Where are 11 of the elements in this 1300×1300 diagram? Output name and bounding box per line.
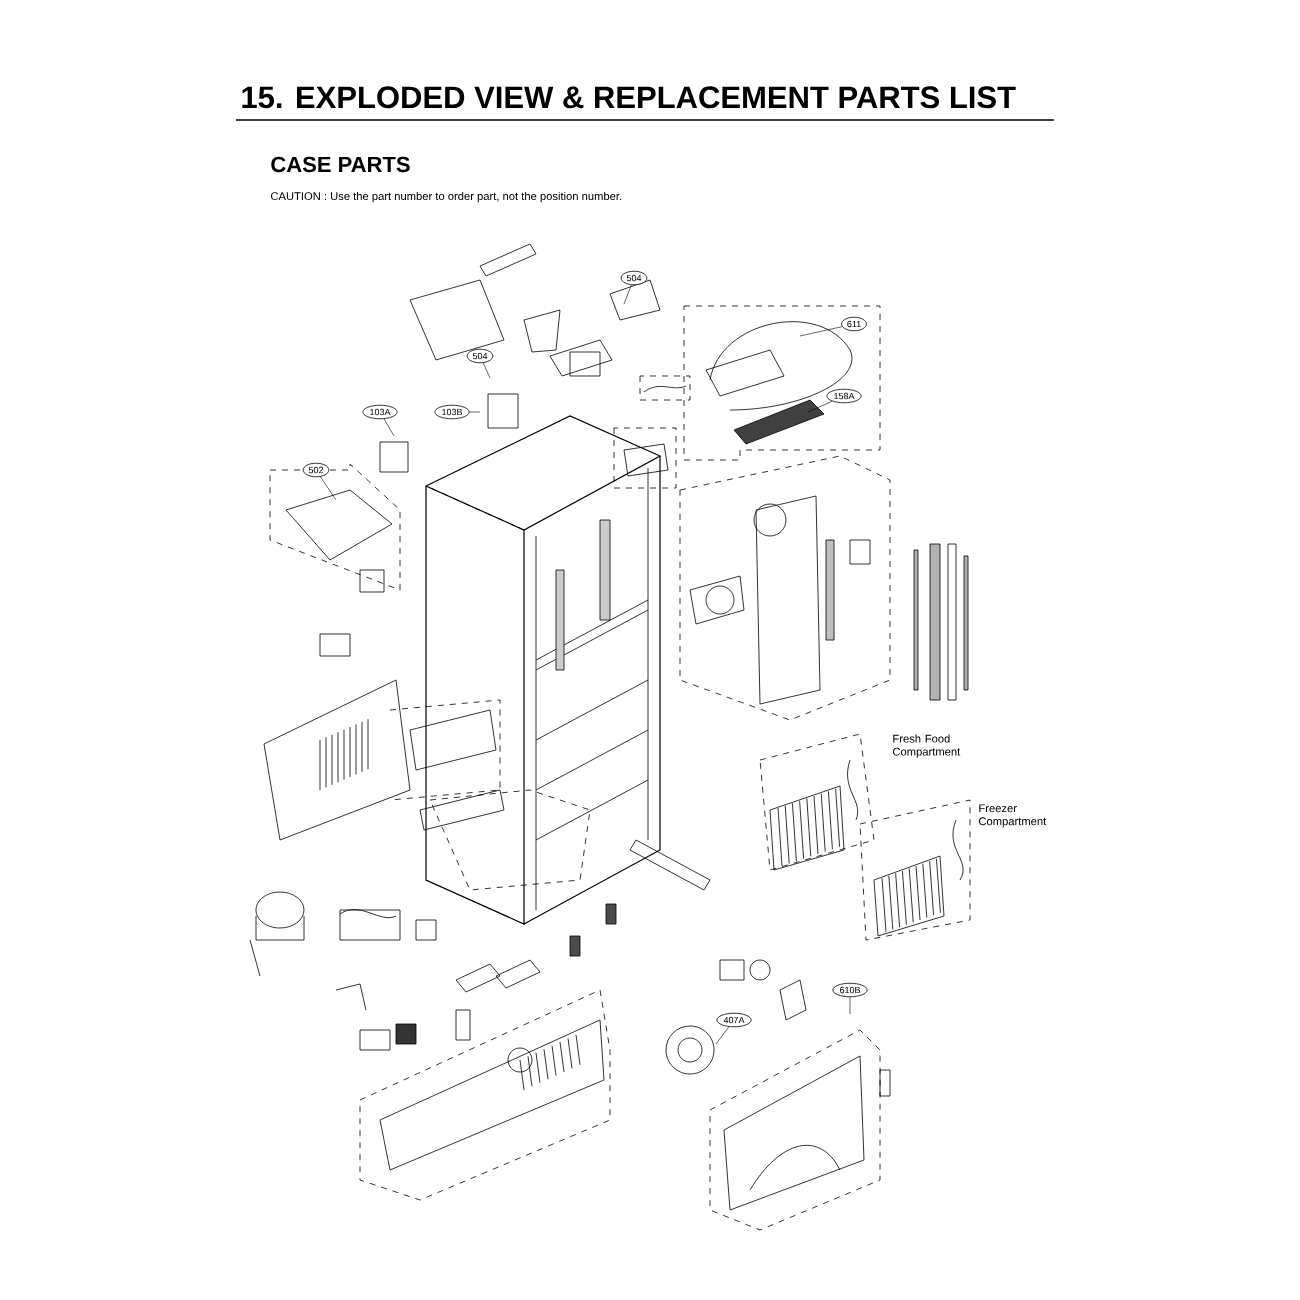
leader-line xyxy=(623,284,632,305)
leader-line xyxy=(799,326,843,337)
leader-line xyxy=(807,400,833,413)
leader-line xyxy=(469,411,481,413)
leader-line xyxy=(383,418,395,437)
leader-line xyxy=(715,1026,730,1045)
leader-line xyxy=(320,476,337,501)
page-title: 15. EXPLODED VIEW & REPLACEMENT PARTS LIST xyxy=(242,86,1016,109)
leader-line xyxy=(482,362,491,379)
leader-line xyxy=(849,996,851,1015)
section-heading: CASE PARTS xyxy=(271,156,410,173)
